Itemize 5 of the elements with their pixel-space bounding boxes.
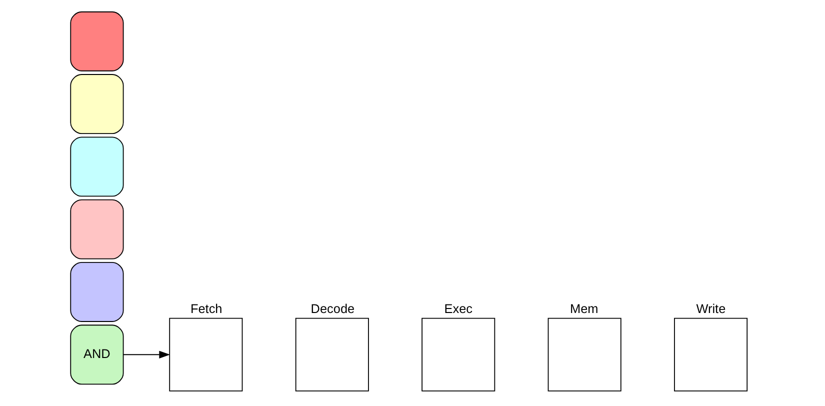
node-label: Decode bbox=[310, 301, 355, 316]
node-label: Mem bbox=[570, 301, 598, 316]
node-label: Exec bbox=[444, 301, 473, 316]
node-label: Fetch bbox=[190, 301, 222, 316]
node-label: Write bbox=[696, 301, 726, 316]
